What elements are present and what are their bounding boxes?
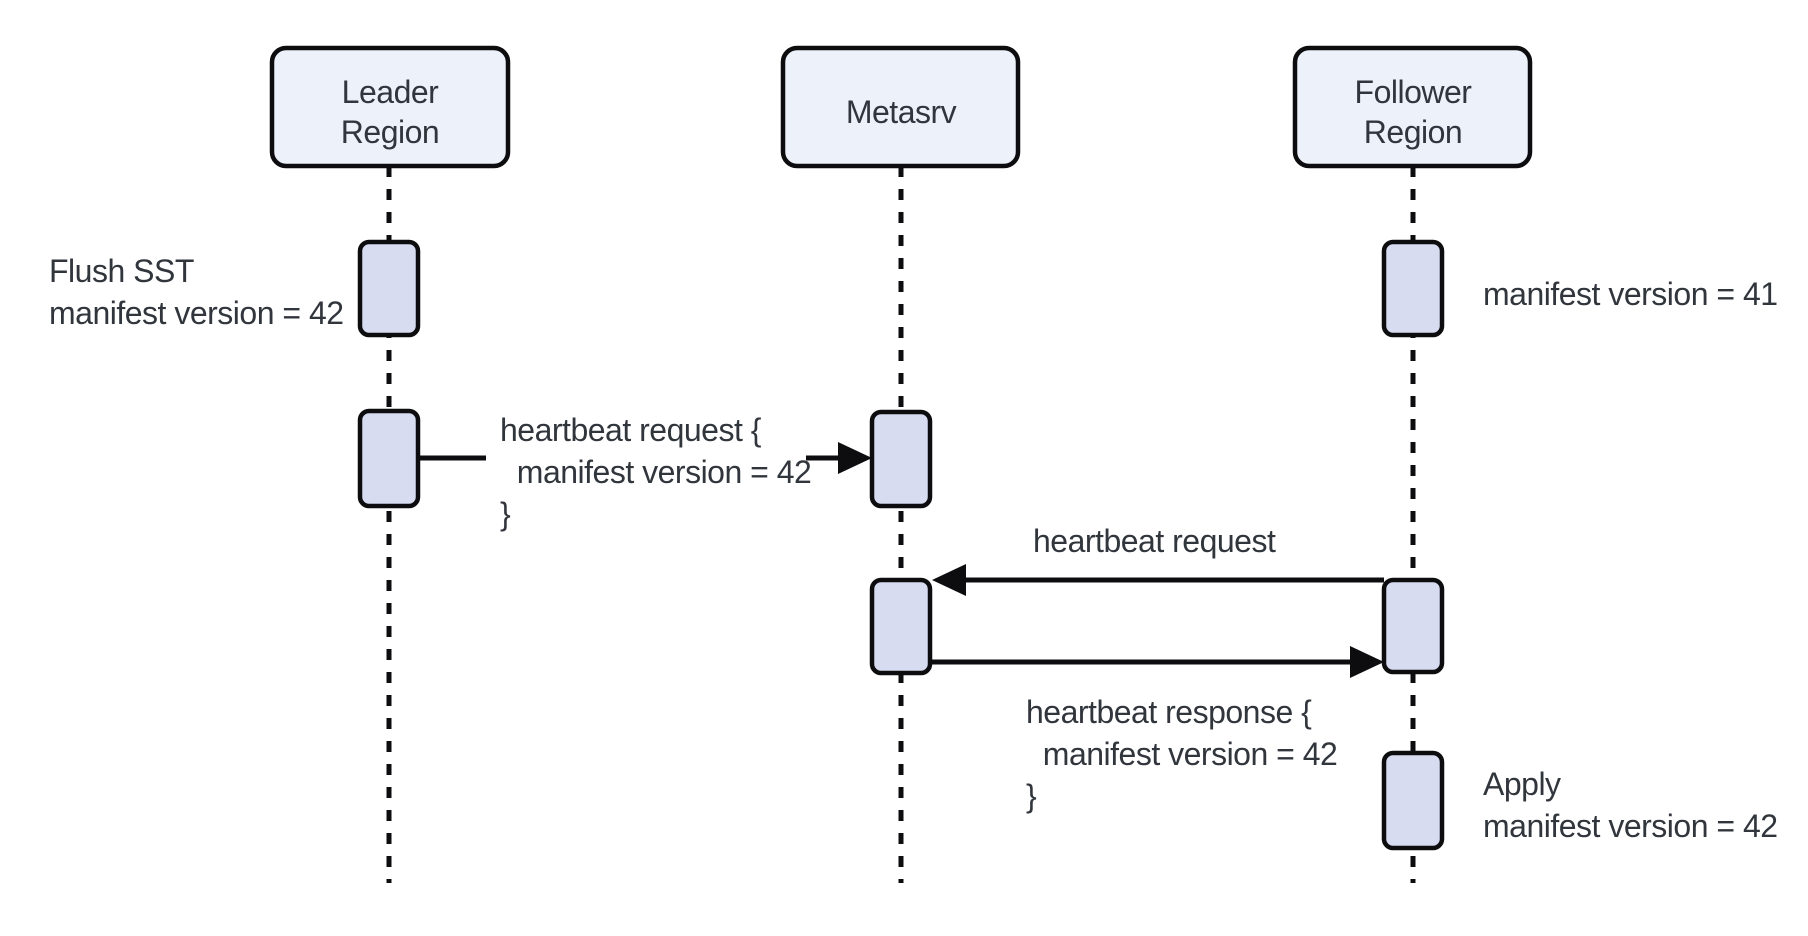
activation-metasrv-heartbeat-2 xyxy=(869,577,933,676)
message-label-heartbeat-request-leader: heartbeat request { manifest version = 4… xyxy=(500,412,812,532)
note-flush-sst: Flush SST manifest version = 42 xyxy=(49,253,344,331)
activation-follower-heartbeat xyxy=(1381,577,1445,675)
activation-metasrv-heartbeat-1 xyxy=(869,409,933,509)
participant-label-metasrv: Metasrv xyxy=(845,94,957,130)
activation-follower-apply xyxy=(1381,750,1445,851)
activation-leader-heartbeat xyxy=(357,408,421,509)
participant-label-leader-region: Leader Region xyxy=(340,74,440,150)
message-label-heartbeat-request-follower: heartbeat request xyxy=(1033,523,1276,559)
message-label-heartbeat-response: heartbeat response { manifest version = … xyxy=(1026,694,1338,814)
arrowhead-into-follower xyxy=(1350,646,1384,678)
participant-label-follower-region: Follower Region xyxy=(1354,74,1472,150)
activation-follower-manifest41 xyxy=(1381,239,1445,338)
participant-box-metasrv xyxy=(780,45,1021,169)
arrowhead-into-metasrv-2 xyxy=(932,564,966,596)
note-apply-manifest: Apply manifest version = 42 xyxy=(1483,766,1778,844)
activation-leader-flush xyxy=(357,239,421,338)
participant-box-follower-region xyxy=(1292,45,1533,169)
arrowhead-into-metasrv xyxy=(838,442,872,474)
note-follower-manifest: manifest version = 41 xyxy=(1483,276,1778,312)
participant-box-leader-region xyxy=(269,45,511,169)
